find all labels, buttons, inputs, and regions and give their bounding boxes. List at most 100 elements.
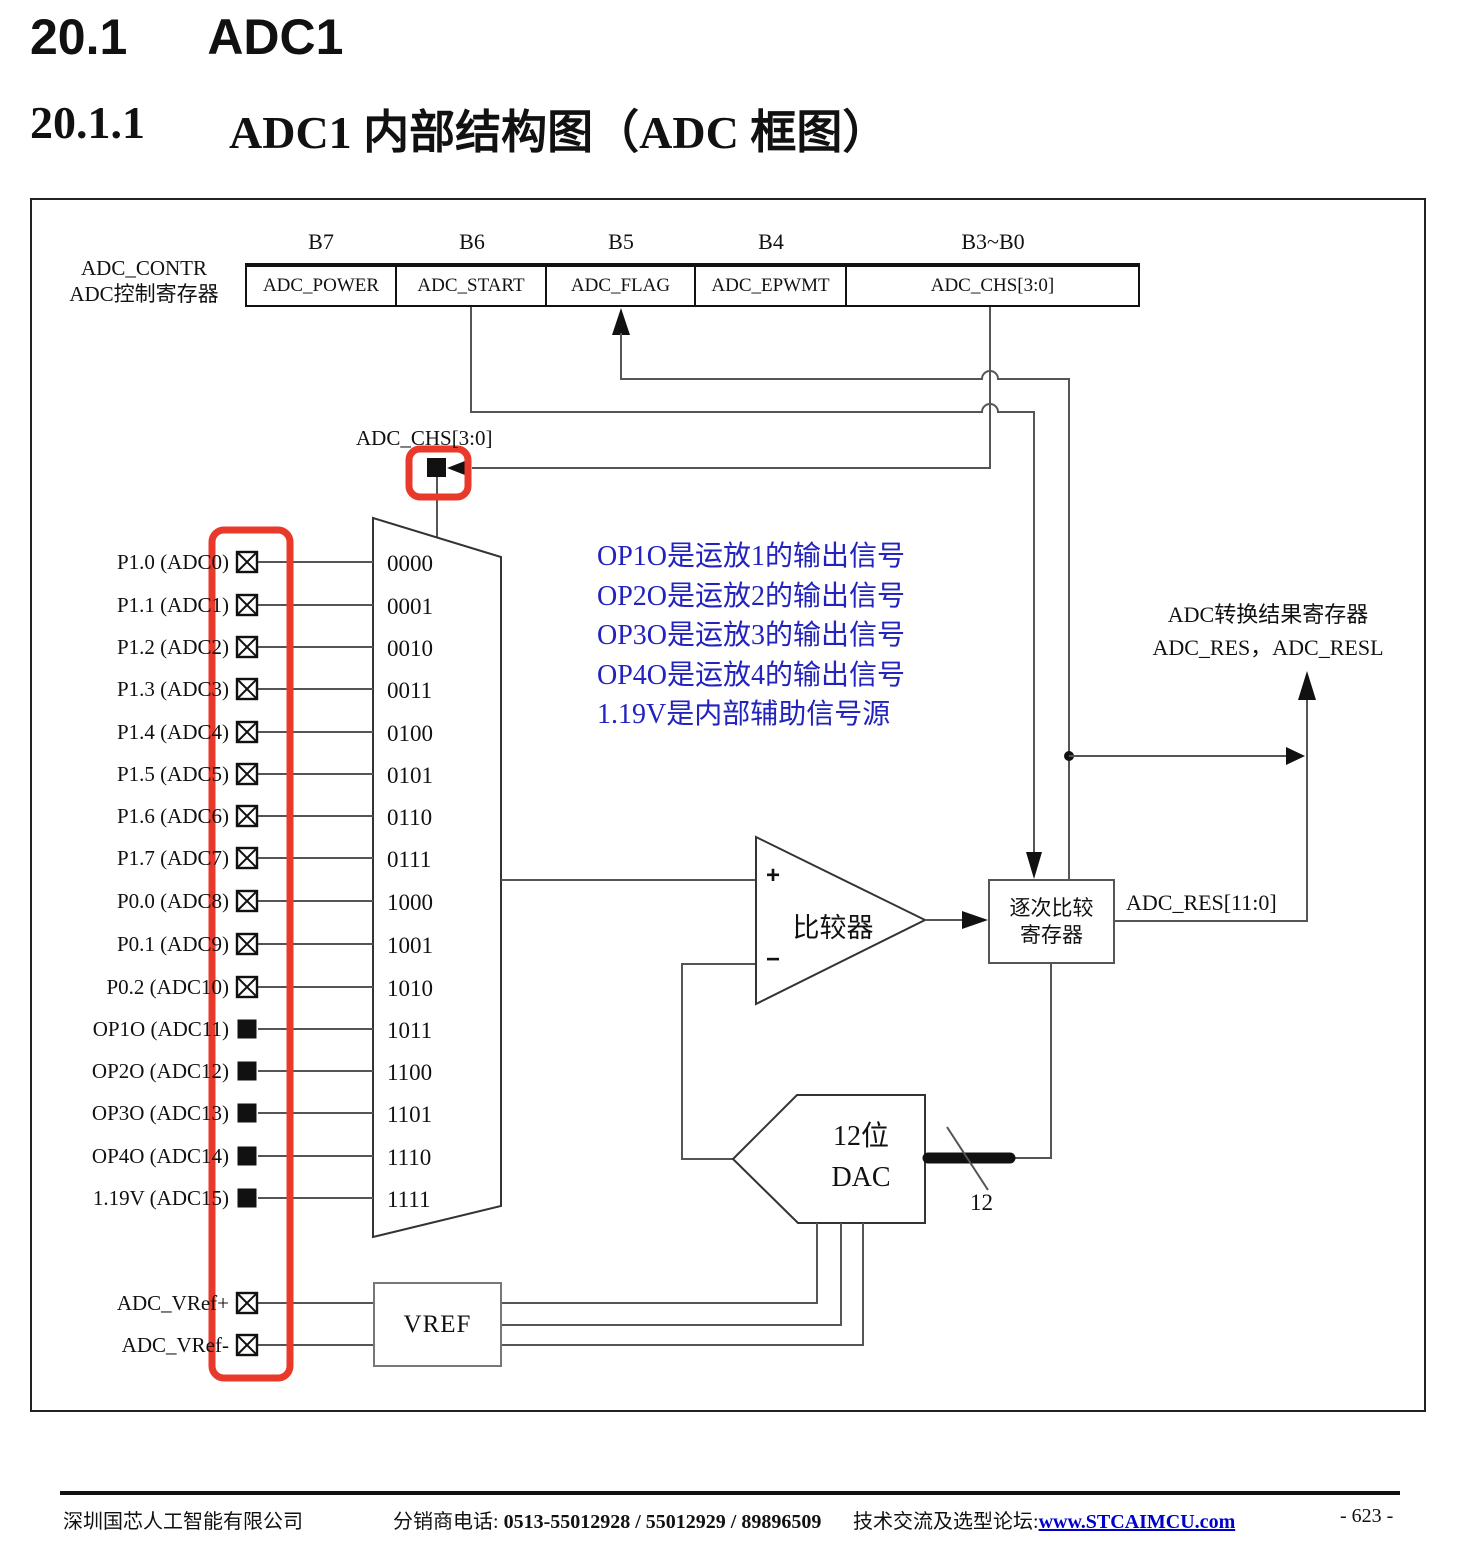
mux-channel-code: 1000 [387, 890, 433, 915]
footer-rule [60, 1491, 1400, 1495]
footer-phone-label: 分销商电话: [393, 1511, 504, 1533]
mux-input-label: P1.2 (ADC2) [116, 635, 229, 659]
mux-channel-code: 1101 [387, 1102, 433, 1127]
mux-channel-code: 1011 [387, 1018, 433, 1043]
mux-input-label: P1.6 (ADC6) [116, 804, 229, 828]
comparator-triangle [755, 835, 928, 1006]
result-register-line1: ADC转换结果寄存器 [1167, 602, 1369, 627]
mux-channel-code: 1100 [387, 1060, 433, 1085]
section-number: 20.1 [30, 9, 128, 65]
result-register-line2: ADC_RES，ADC_RESL [1152, 635, 1384, 660]
arrow-right-into-sar [962, 911, 988, 929]
mux-channel-code: 0111 [387, 847, 432, 872]
pin-node-cross [236, 890, 258, 912]
register-name-line1: ADC_CONTR [80, 256, 207, 280]
sar-line1: 逐次比较 [1009, 895, 1094, 920]
register-cell: ADC_CHS[3:0] [930, 275, 1055, 296]
pin-node-cross [236, 1292, 258, 1314]
mux-input-label: P1.1 (ADC1) [116, 593, 229, 617]
note-line: OP3O是运放3的输出信号 [597, 620, 906, 651]
mux-input-label: P1.7 (ADC7) [116, 846, 229, 870]
arrow-down-into-sar [1026, 852, 1042, 879]
pin-node-cross [236, 976, 258, 998]
mux-channel-code: 1001 [387, 933, 433, 958]
mux-input-label: P1.3 (ADC3) [116, 677, 229, 701]
note-line: 1.19V是内部辅助信号源 [597, 699, 891, 730]
register-bit-label: B4 [758, 229, 784, 254]
register-cell: ADC_FLAG [547, 267, 696, 305]
register-name: ADC_CONTR ADC控制寄存器 [40, 255, 248, 307]
footer-forum: 技术交流及选型论坛:www.STCAIMCU.com [853, 1505, 1235, 1534]
register-name-line2: ADC控制寄存器 [69, 282, 219, 306]
dac-label: 12位 DAC [797, 1116, 925, 1198]
pin-node-cross [236, 805, 258, 827]
register-bit-label: B3~B0 [961, 229, 1025, 254]
pin-node-cross [236, 1334, 258, 1356]
arrow-left-into-mux-select [447, 459, 470, 477]
pin-node-cross [236, 721, 258, 743]
internal-signal-node [237, 1146, 257, 1166]
register-cell: ADC_EPWMT [696, 267, 847, 305]
pin-node-cross [236, 847, 258, 869]
vref-input-label: ADC_VRef+ [116, 1291, 229, 1315]
arrow-up-into-adc-flag [612, 308, 630, 335]
mux-channel-code: 1111 [387, 1187, 431, 1212]
mux-input-label: P0.2 (ADC10) [106, 975, 229, 999]
pin-node-cross [236, 933, 258, 955]
vref-input-label: ADC_VRef- [121, 1333, 229, 1357]
register-cell: ADC_START [397, 267, 547, 305]
vref-box: VREF [373, 1282, 502, 1367]
section-title: ADC1 [207, 9, 344, 65]
mux-channel-code: 0011 [387, 678, 433, 703]
subsection-number: 20.1.1 [30, 97, 145, 148]
footer-forum-label: 技术交流及选型论坛: [853, 1511, 1039, 1533]
subsection-heading: 20.1.1 ADC1 内部结构图（ADC 框图） [30, 96, 888, 162]
input-column-highlight [208, 526, 294, 1382]
mux-input-label: P1.5 (ADC5) [116, 762, 229, 786]
vref-wires [502, 1223, 864, 1346]
adc-res-bus-label: ADC_RES[11:0] [1126, 890, 1277, 915]
note-line: OP2O是运放2的输出信号 [597, 580, 906, 612]
register-cell: ADC_POWER [247, 267, 397, 305]
dac-line1: 12位 [832, 1121, 889, 1152]
subsection-title: ADC1 内部结构图（ADC 框图） [229, 107, 889, 158]
dac-line2: DAC [831, 1162, 891, 1193]
mux-input-rows [235, 550, 373, 1357]
mux-input-label: P1.4 (ADC4) [116, 720, 229, 744]
pin-node-cross [236, 678, 258, 700]
mux-input-label: OP4O (ADC14) [91, 1144, 229, 1168]
mux-input-label: P0.0 (ADC8) [116, 889, 229, 913]
internal-signal-node [237, 1188, 257, 1208]
mux-select-label: ADC_CHS[3:0] [356, 426, 493, 450]
note-line: OP1O是运放1的输出信号 [597, 541, 906, 572]
mux-input-label: P1.0 (ADC0) [116, 550, 229, 574]
mux-input-label: P0.1 (ADC9) [116, 932, 229, 956]
mux-input-label: OP3O (ADC13) [91, 1101, 229, 1125]
footer-phone: 分销商电话: 0513-55012928 / 55012929 / 898965… [393, 1505, 821, 1534]
diagram-frame [30, 198, 1426, 1412]
comparator-minus-input: − [766, 946, 781, 973]
comparator-wires [501, 879, 756, 1160]
arrow-up-to-result-registers [1298, 671, 1316, 700]
footer-forum-link[interactable]: www.STCAIMCU.com [1038, 1511, 1236, 1533]
vref-label: VREF [403, 1310, 472, 1338]
mux-channel-code: 0010 [387, 636, 433, 661]
mux-channel-code: 0101 [387, 763, 433, 788]
register-wires [427, 307, 1316, 922]
register-bit-label: B5 [608, 229, 634, 254]
mux-select-highlight [405, 445, 472, 501]
sar-register-box: 逐次比较 寄存器 [988, 879, 1115, 964]
pin-node-cross [236, 763, 258, 785]
internal-signal-node [237, 1103, 257, 1123]
mux-channel-code: 0110 [387, 805, 433, 830]
analog-mux [372, 516, 502, 1239]
pin-node-cross [236, 636, 258, 658]
pin-node-cross [236, 551, 258, 573]
mux-channel-code: 1110 [387, 1145, 432, 1170]
footer-page-number: - 623 - [1340, 1505, 1394, 1527]
internal-signal-node [237, 1061, 257, 1081]
pin-node-cross [236, 594, 258, 616]
comparator-label: 比较器 [792, 913, 874, 943]
